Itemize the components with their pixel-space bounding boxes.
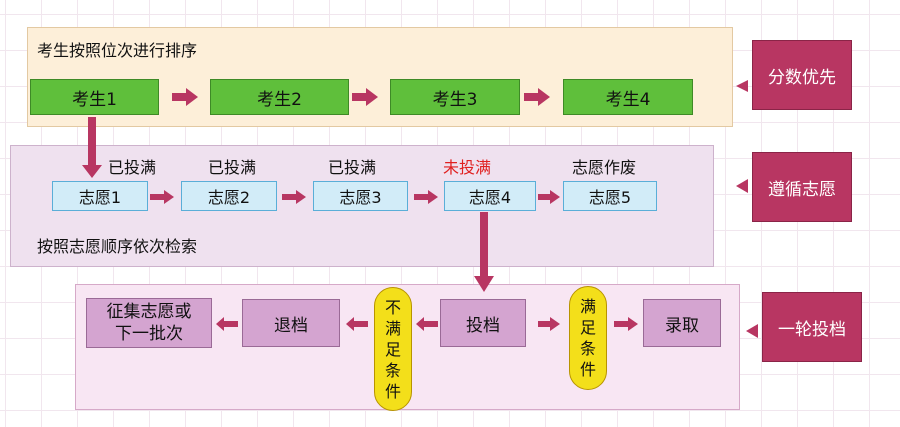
preference-3: 志愿3 [313, 181, 408, 211]
arrow-preference-1-2 [150, 190, 174, 204]
arrow-candidate-2-3 [352, 88, 378, 106]
arrow-meet-to-admit [614, 317, 638, 331]
follow-preference-label: 遵循志愿 [752, 152, 852, 222]
preference-1-status: 已投满 [108, 158, 157, 177]
file-box: 投档 [440, 299, 526, 347]
arrow-score-priority [736, 80, 748, 92]
candidate-3: 考生3 [390, 79, 520, 115]
arrow-withdraw-to-collect [216, 317, 238, 331]
collect-or-next-batch-label: 征集志愿或下一批次 [106, 302, 192, 344]
admit-box: 录取 [643, 299, 721, 347]
meet-condition-oval: 满足条件 [569, 286, 607, 390]
arrow-file-to-meet [538, 317, 560, 331]
preference-4: 志愿4 [444, 181, 536, 211]
candidate-2: 考生2 [210, 79, 349, 115]
arrow-preference-to-filing [474, 212, 494, 292]
arrow-preference-3-4 [414, 190, 438, 204]
arrow-candidate-to-preferences [82, 117, 102, 178]
ranking-caption: 考生按照位次进行排序 [37, 41, 198, 60]
arrow-first-round-filing [746, 324, 758, 338]
arrow-candidate-3-4 [524, 88, 550, 106]
arrow-file-to-not-meet [416, 317, 438, 331]
arrow-candidate-1-2 [172, 88, 198, 106]
preference-5-status: 志愿作废 [572, 158, 637, 177]
arrow-preference-2-3 [282, 190, 306, 204]
preference-5: 志愿5 [563, 181, 657, 211]
preferences-caption: 按照志愿顺序依次检索 [37, 237, 198, 256]
meet-condition-label: 满足条件 [579, 297, 596, 379]
candidate-1: 考生1 [30, 79, 159, 115]
collect-or-next-batch-box: 征集志愿或下一批次 [86, 298, 212, 348]
arrow-follow-preference [736, 179, 748, 193]
preference-3-status: 已投满 [328, 158, 377, 177]
arrow-preference-4-5 [538, 190, 560, 204]
preference-4-status: 未投满 [443, 158, 492, 177]
preference-1: 志愿1 [52, 181, 148, 211]
preference-2-status: 已投满 [208, 158, 257, 177]
candidate-4: 考生4 [563, 79, 693, 115]
preference-2: 志愿2 [181, 181, 277, 211]
first-round-filing-label: 一轮投档 [762, 292, 862, 362]
score-priority-label: 分数优先 [752, 40, 852, 110]
not-meet-condition-oval: 不满足条件 [374, 287, 412, 411]
not-meet-condition-label: 不满足条件 [384, 297, 401, 401]
arrow-not-meet-to-withdraw [346, 317, 368, 331]
withdraw-box: 退档 [242, 299, 340, 347]
